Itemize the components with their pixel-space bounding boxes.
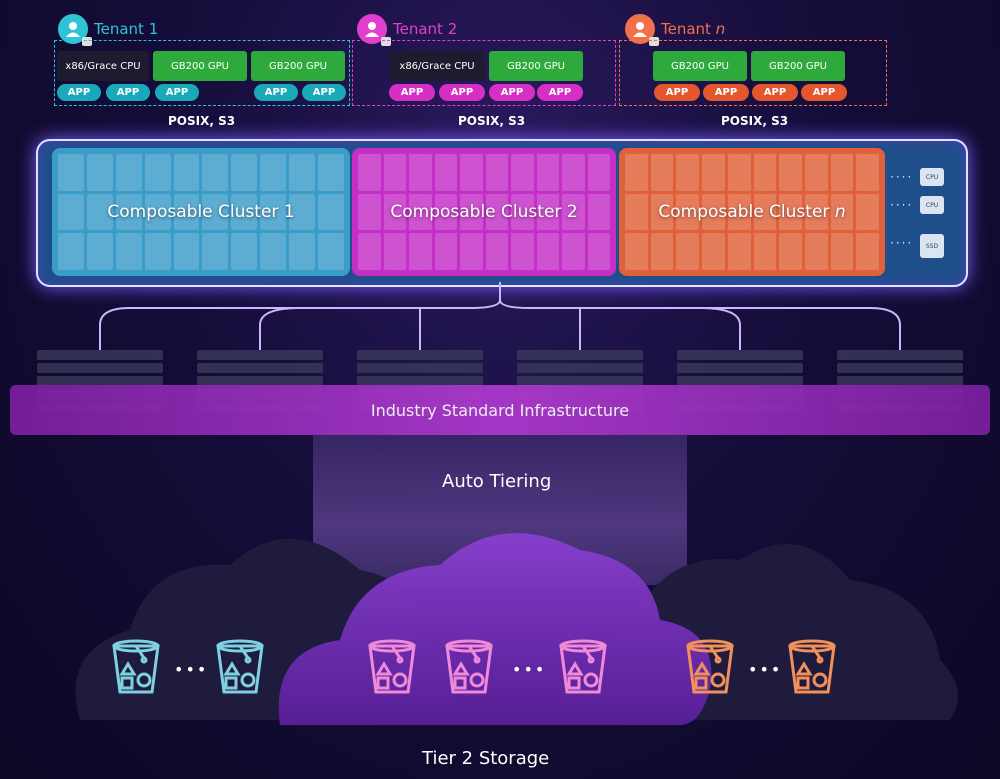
auto-tiering-label: Auto Tiering — [442, 471, 552, 492]
tenant-2-box — [352, 40, 616, 106]
cpu-chip: x86/Grace CPU — [389, 51, 485, 81]
app-badge: APP — [654, 84, 700, 101]
app-badge: APP — [155, 84, 199, 101]
app-badge: APP — [106, 84, 150, 101]
ellipsis: ···· — [890, 170, 914, 184]
lock-icon — [82, 37, 92, 46]
user-icon — [625, 14, 659, 46]
cpu-node-icon: CPU — [920, 196, 944, 214]
infrastructure-bar: Industry Standard Infrastructure — [10, 385, 990, 435]
lock-icon — [381, 37, 391, 46]
gpu-chip: GB200 GPU — [751, 51, 845, 81]
composable-cluster-2: Composable Cluster 2 — [352, 148, 616, 276]
app-badge: APP — [439, 84, 485, 101]
network-connectors — [99, 282, 901, 350]
tenant-1-name: Tenant 1 — [94, 20, 159, 38]
storage-bucket-icon — [559, 639, 607, 694]
storage-clouds — [75, 533, 958, 725]
user-icon — [58, 14, 92, 46]
storage-bucket-icon — [445, 639, 493, 694]
tenant-1-box — [54, 40, 350, 106]
gpu-chip: GB200 GPU — [489, 51, 583, 81]
user-icon — [357, 14, 391, 46]
app-badge: APP — [801, 84, 847, 101]
cluster-1-label: Composable Cluster 1 — [107, 202, 295, 222]
storage-bucket-icon — [686, 639, 734, 694]
storage-bucket-icon — [368, 639, 416, 694]
cpu-node-icon: CPU — [920, 168, 944, 186]
infrastructure-label: Industry Standard Infrastructure — [370, 400, 630, 420]
gpu-chip: GB200 GPU — [653, 51, 747, 81]
storage-bucket-icon — [216, 639, 264, 694]
ellipsis: ••• — [512, 660, 547, 679]
protocol-label: POSIX, S3 — [168, 114, 236, 128]
app-badge: APP — [389, 84, 435, 101]
cpu-chip: x86/Grace CPU — [57, 51, 149, 81]
ellipsis: ••• — [748, 660, 783, 679]
cluster-n-label: Composable Cluster n — [658, 202, 846, 222]
app-badge: APP — [703, 84, 749, 101]
tenant-n-box — [619, 40, 887, 106]
tier-2-storage-label: Tier 2 Storage — [422, 748, 550, 769]
gpu-chip: GB200 GPU — [251, 51, 345, 81]
tenant-n-header: Tenant n — [625, 14, 726, 46]
storage-bucket-icon — [112, 639, 160, 694]
app-badge: APP — [752, 84, 798, 101]
app-badge: APP — [57, 84, 101, 101]
tenant-2-header: Tenant 2 — [357, 14, 458, 46]
composable-cluster-n: Composable Cluster n — [619, 148, 885, 276]
app-badge: APP — [489, 84, 535, 101]
tenant-n-name: Tenant n — [661, 20, 726, 38]
ellipsis: ••• — [174, 660, 209, 679]
ssd-node-icon: SSD — [920, 234, 944, 258]
app-badge: APP — [254, 84, 298, 101]
app-badge: APP — [537, 84, 583, 101]
ellipsis: ···· — [890, 236, 914, 250]
lock-icon — [649, 37, 659, 46]
composable-cluster-1: Composable Cluster 1 — [52, 148, 350, 276]
storage-bucket-icon — [788, 639, 836, 694]
tenant-2-name: Tenant 2 — [393, 20, 458, 38]
protocol-label: POSIX, S3 — [721, 114, 789, 128]
app-badge: APP — [302, 84, 346, 101]
gpu-chip: GB200 GPU — [153, 51, 247, 81]
cluster-2-label: Composable Cluster 2 — [390, 202, 578, 222]
tenant-1-header: Tenant 1 — [58, 14, 159, 46]
ellipsis: ···· — [890, 198, 914, 212]
protocol-label: POSIX, S3 — [458, 114, 526, 128]
